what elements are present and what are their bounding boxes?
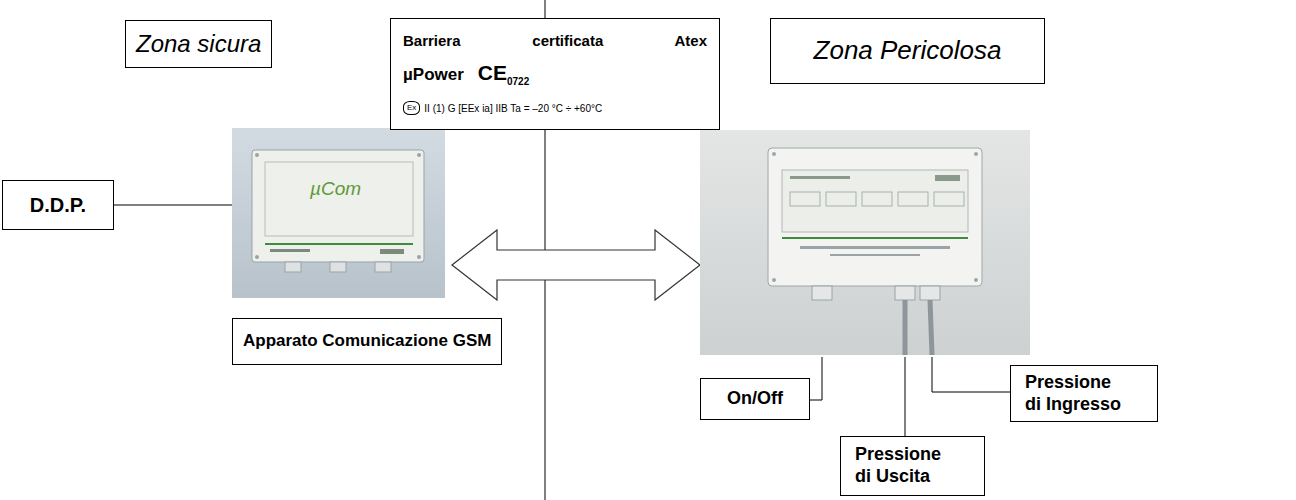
zone-divider [545, 130, 546, 500]
device-mark [830, 254, 920, 256]
signal-box: Pressione di Ingresso [1010, 365, 1158, 422]
zone-label: Zona sicura [125, 20, 272, 68]
text-line: Pressione di Ingresso [1025, 372, 1125, 415]
terminal [898, 192, 928, 206]
device-node: µCom [232, 128, 445, 298]
node-text: Zona Pericolosa [814, 35, 1002, 66]
screw [772, 278, 776, 282]
ex-mark: Ex [403, 101, 420, 115]
connector-line [114, 205, 232, 206]
device-photo [700, 130, 1030, 355]
device-mark [935, 175, 960, 181]
node-text: CE [478, 60, 507, 85]
text-line: Apparato Comunicazione GSM [243, 331, 491, 351]
cable [903, 300, 908, 355]
node-text: Apparato Comunicazione GSM [243, 331, 491, 351]
text-line: D.D.P. [30, 193, 86, 217]
device-housing [252, 150, 424, 262]
leader-line [810, 357, 822, 400]
barrier-box: Barriera certificata Atex µPower CE0722Ex I… [390, 18, 720, 130]
node-text: Zona sicura [136, 30, 261, 59]
screw [974, 278, 978, 282]
zone-divider [545, 0, 546, 18]
terminal [862, 192, 892, 206]
device-mark [800, 246, 950, 249]
double-arrow [452, 230, 700, 300]
text-line: Ex II (1) G [EEx ia] IIB Ta = –20 °C ÷ +6… [403, 98, 707, 116]
text-line: Barriera certificata Atex [403, 32, 707, 50]
cable-gland [330, 262, 346, 272]
terminal [790, 192, 820, 206]
screw [255, 255, 259, 259]
cable-gland [812, 286, 832, 300]
screw [974, 152, 978, 156]
node-text: D.D.P. [30, 193, 86, 217]
leader-line [905, 357, 906, 436]
device-stripe [265, 243, 413, 245]
text-line: On/Off [727, 388, 783, 410]
signal-box: Pressione di Uscita [840, 436, 985, 496]
device-mark [270, 249, 310, 252]
cable-gland [285, 262, 301, 272]
caption-box: Apparato Comunicazione GSM [232, 318, 502, 365]
cable-gland [375, 262, 391, 272]
node-text: Pressione di Ingresso [1025, 372, 1125, 415]
device-mark [380, 249, 404, 254]
device-stripe [782, 237, 968, 239]
text-line: µPower CE0722 [403, 60, 707, 88]
leader-line [932, 357, 1010, 392]
text-line: Pressione di Uscita [855, 444, 955, 487]
device-photo [232, 128, 445, 298]
screw [255, 153, 259, 157]
device-mark [790, 176, 850, 179]
screw [772, 152, 776, 156]
cable-gland [920, 286, 940, 300]
node-text: 0722 [507, 76, 529, 88]
node-text: On/Off [727, 388, 783, 410]
node-text: µPower [403, 65, 464, 85]
screw [417, 255, 421, 259]
text-line: Zona sicura [136, 30, 261, 59]
cable-gland [895, 286, 915, 300]
node-text: II (1) G [EEx ia] IIB Ta = –20 °C ÷ +60°… [424, 103, 602, 115]
node-text: µCom [310, 178, 361, 201]
text-line: Zona Pericolosa [814, 35, 1002, 66]
cable [930, 300, 932, 355]
zone-label: Zona Pericolosa [770, 18, 1045, 84]
signal-box: On/Off [700, 378, 810, 420]
terminal [826, 192, 856, 206]
device-panel [265, 162, 413, 236]
signal-box: D.D.P. [2, 180, 114, 230]
device-panel [782, 170, 968, 232]
device-housing [768, 148, 982, 286]
node-text: Pressione di Uscita [855, 444, 955, 487]
terminal [934, 192, 964, 206]
node-text: Barriera certificata Atex [403, 32, 707, 50]
screw [417, 153, 421, 157]
